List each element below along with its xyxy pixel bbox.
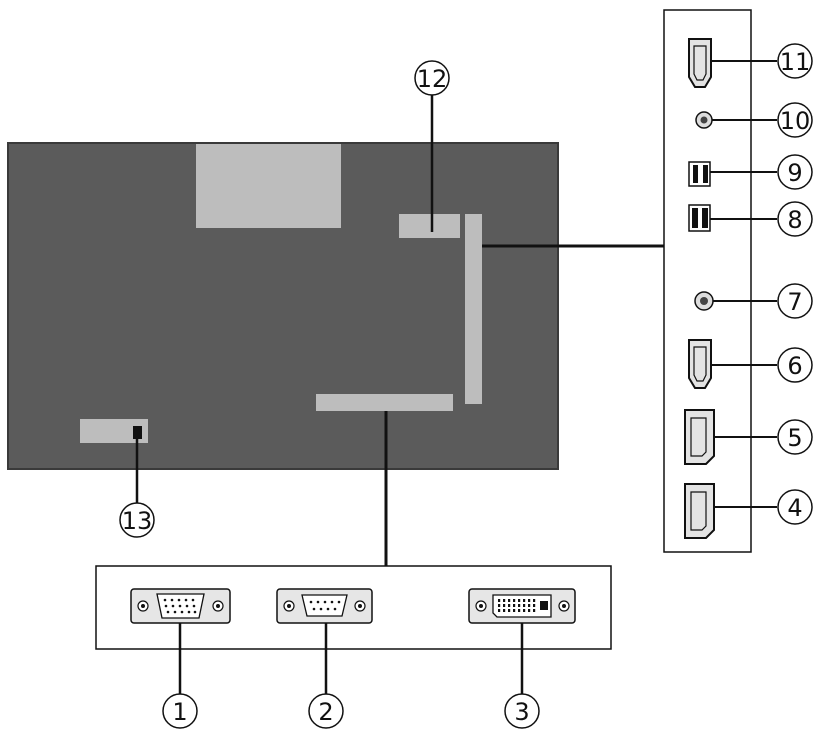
callout-10: 10: [777, 102, 813, 138]
callout-6: 6: [777, 347, 813, 383]
callout-3-number: 3: [514, 698, 529, 726]
callout-11: 11: [777, 43, 813, 79]
callout-8: 8: [777, 201, 813, 237]
audio-jack-7: [694, 291, 714, 311]
bottom-connector-strip: [316, 394, 453, 411]
callout-12-number: 12: [417, 65, 448, 93]
top-label-block: [196, 144, 341, 228]
callout-8-number: 8: [787, 206, 802, 234]
vga-port-1: [130, 588, 231, 624]
callout-7-number: 7: [787, 288, 802, 316]
callout-2-number: 2: [318, 698, 333, 726]
callout-10-number: 10: [780, 107, 811, 135]
callout-5-number: 5: [787, 424, 802, 452]
callout-6-number: 6: [787, 352, 802, 380]
callout-3: 3: [504, 693, 540, 729]
callout-5: 5: [777, 419, 813, 455]
hdmi-port-11: [688, 38, 712, 88]
dvi-port-3: [468, 588, 576, 624]
usb-port-9: [688, 161, 711, 187]
callout-9-number: 9: [787, 159, 802, 187]
serial-port-2: [276, 588, 373, 624]
audio-jack-10: [695, 111, 713, 129]
callout-4-number: 4: [787, 494, 802, 522]
callout-1-number: 1: [172, 698, 187, 726]
callout-1: 1: [162, 693, 198, 729]
displayport-4: [684, 483, 715, 539]
side-connection-panel: [663, 9, 752, 553]
usb-connector-block: [399, 214, 460, 238]
hdmi-port-6: [688, 339, 712, 389]
callout-13-number: 13: [122, 507, 153, 535]
callout-11-number: 11: [780, 48, 811, 76]
callout-2: 2: [308, 693, 344, 729]
displayport-5: [684, 409, 715, 465]
callout-9: 9: [777, 154, 813, 190]
usb-port-8: [688, 204, 711, 232]
callout-4: 4: [777, 489, 813, 525]
power-switch: [133, 426, 142, 439]
callout-12: 12: [414, 60, 450, 96]
side-connector-strip: [465, 214, 482, 404]
callout-13: 13: [119, 502, 155, 538]
callout-7: 7: [777, 283, 813, 319]
